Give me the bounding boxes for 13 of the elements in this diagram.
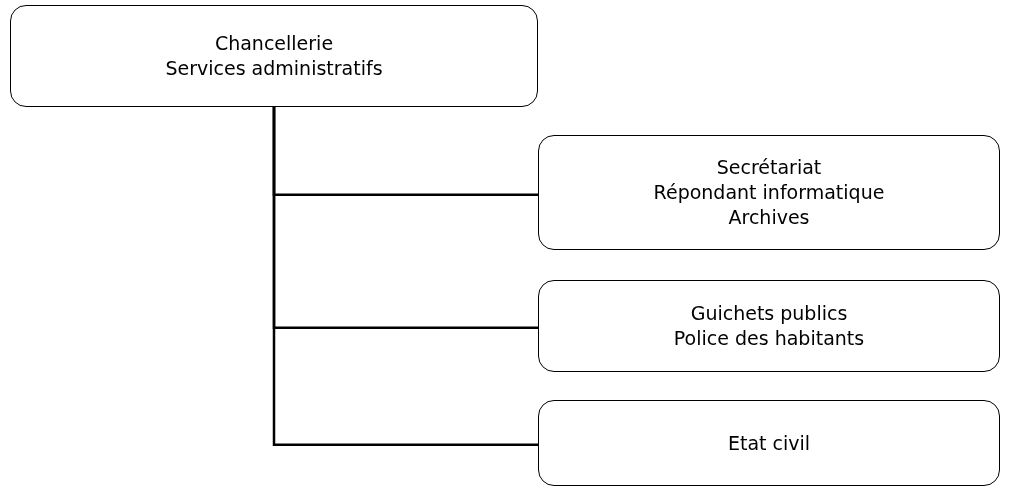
- unit-name: Chancellerie: [214, 31, 334, 56]
- unit-name: Etat civil: [727, 430, 811, 456]
- org-box: [538, 135, 1000, 250]
- org-box: [10, 5, 538, 107]
- unit-name: Secrétariat: [716, 155, 822, 180]
- unit-name: Guichets publics: [690, 301, 848, 326]
- connector-line: [272, 107, 538, 446]
- unit-name: Archives: [728, 205, 810, 230]
- org-box: [538, 280, 1000, 372]
- unit-name: Police des habitants: [673, 326, 865, 351]
- unit-name: Répondant informatique: [653, 180, 885, 205]
- org-box: [538, 400, 1000, 486]
- unit-name: Services administratifs: [165, 56, 383, 81]
